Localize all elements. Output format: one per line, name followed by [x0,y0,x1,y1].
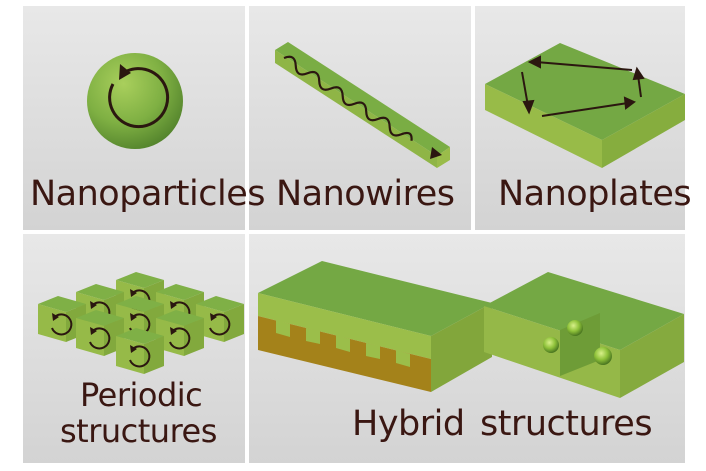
embedded-sphere-3 [594,347,612,365]
label-nanoparticles: Nanoparticles [30,174,265,214]
nanowire-end-face [437,147,450,168]
label-periodic-structures: structures [60,412,217,450]
periodic-cube [76,310,124,356]
nanoplate-right-face [602,94,685,168]
nanoplate-top-face [485,43,685,140]
label-nanowires: Nanowires [276,174,455,214]
hybrid-green-front [258,293,431,359]
label-hybrid-structures: structures [480,404,653,444]
grating-teeth [276,320,410,367]
label-periodic: Periodic [80,376,203,414]
hybrid-block-right [620,314,684,398]
periodic-cube [116,328,164,374]
embedded-sphere-2 [543,337,559,353]
wave-arrow [283,55,413,141]
hybrid-right-face [431,303,492,392]
hybrid-gold-front [258,316,431,392]
label-nanoplates: Nanoplates [498,174,692,214]
nanowire-front-face [275,50,437,168]
hybrid-block-top [484,272,684,350]
circulation-arrow [108,67,170,129]
nanowire-top-face [275,42,450,156]
nanoplate-front-face [485,84,602,168]
hybrid-top-face [258,261,492,336]
circulation-arrowhead [119,64,131,80]
embedded-sphere-1 [567,320,583,336]
label-hybrid: Hybrid [352,404,465,444]
wave-arrowhead [430,147,442,159]
reflection-arrows [521,55,645,117]
